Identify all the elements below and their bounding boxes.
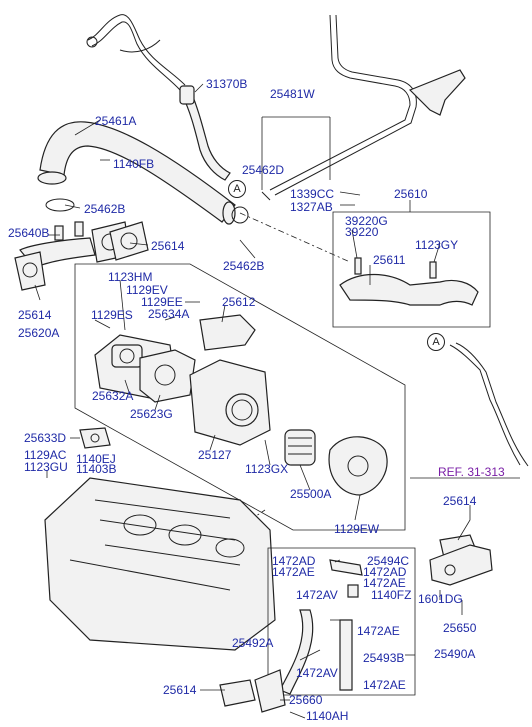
label-1129ev[interactable]: 1129EV (126, 283, 168, 297)
label-25660[interactable]: 25660 (289, 693, 323, 707)
engine-block-drawing (44, 427, 276, 651)
label-1140ah[interactable]: 1140AH (306, 709, 349, 723)
label-25632a[interactable]: 25632A (92, 389, 134, 403)
label-25650[interactable]: 25650 (443, 621, 477, 635)
label-1123gu[interactable]: 1123GU (24, 460, 68, 474)
label-39220g[interactable]: 39220G (345, 214, 388, 228)
bracket-25650-drawing (429, 534, 493, 586)
label-39220[interactable]: 39220 (345, 225, 379, 239)
label-1472av-a[interactable]: 1472AV (296, 588, 338, 602)
label-25612[interactable]: 25612 (222, 295, 256, 309)
label-1123gy[interactable]: 1123GY (415, 238, 459, 252)
pipe-25620a-drawing (14, 221, 149, 291)
label-1601dg[interactable]: 1601DG (418, 592, 463, 606)
label-1339cc[interactable]: 1339CC (290, 187, 335, 201)
label-25500a[interactable]: 25500A (290, 487, 332, 501)
label-25614-d[interactable]: 25614 (163, 683, 197, 697)
label-25640b[interactable]: 25640B (8, 226, 50, 240)
label-1472ae-c[interactable]: 1472AE (357, 624, 400, 638)
callout-a-top: A (228, 180, 246, 198)
label-1472av-b[interactable]: 1472AV (296, 666, 338, 680)
label-25481w[interactable]: 25481W (270, 87, 315, 101)
label-1472ad-a[interactable]: 1472AD (272, 554, 316, 568)
label-1129ee[interactable]: 1129EE (141, 295, 183, 309)
label-11403b[interactable]: 11403B (76, 462, 117, 476)
label-1472ae-a[interactable]: 1472AE (272, 565, 315, 579)
label-25490a[interactable]: 25490A (434, 647, 476, 661)
label-25614-b[interactable]: 25614 (18, 308, 52, 322)
pipe-25481w-drawing (261, 14, 466, 201)
label-1140ej[interactable]: 1140EJ (76, 452, 116, 466)
label-1472ad-b[interactable]: 1472AD (363, 565, 407, 579)
label-25610[interactable]: 25610 (394, 187, 428, 201)
leader-lines (34, 83, 471, 719)
label-25461a[interactable]: 25461A (95, 114, 137, 128)
label-25633d[interactable]: 25633D (24, 431, 67, 445)
central-box-drawing (74, 263, 406, 531)
label-1123gx[interactable]: 1123GX (245, 462, 289, 476)
pipe-25461a-drawing (37, 121, 249, 225)
label-25492a[interactable]: 25492A (232, 636, 274, 650)
label-25462b-mid[interactable]: 25462B (223, 259, 265, 273)
ref-pipe-drawing (410, 342, 529, 479)
label-25462d[interactable]: 25462D (242, 163, 285, 177)
label-25634a[interactable]: 25634A (148, 307, 190, 321)
label-25611[interactable]: 25611 (373, 253, 406, 267)
label-1129ac[interactable]: 1129AC (24, 448, 67, 462)
label-1140fz[interactable]: 1140FZ (371, 588, 412, 602)
label-1129ew[interactable]: 1129EW (334, 522, 380, 536)
ref-31-313-link[interactable]: REF. 31-313 (438, 465, 505, 479)
label-25494c[interactable]: 25494C (367, 554, 410, 568)
label-25493b[interactable]: 25493B (363, 651, 405, 665)
label-1140fb[interactable]: 1140FB (113, 157, 155, 171)
label-25614-a[interactable]: 25614 (151, 239, 185, 253)
label-25614-c[interactable]: 25614 (443, 494, 477, 508)
hose-31370b-drawing (86, 14, 231, 181)
label-31370b[interactable]: 31370B (206, 77, 248, 91)
label-25127[interactable]: 25127 (198, 448, 232, 462)
label-25623g[interactable]: 25623G (130, 407, 173, 421)
box-25490a-drawing (219, 547, 416, 713)
callout-a-right: A (427, 333, 445, 351)
label-1472ae-d[interactable]: 1472AE (363, 678, 406, 692)
label-1123hm[interactable]: 1123HM (108, 270, 153, 284)
label-1129es[interactable]: 1129ES (91, 308, 133, 322)
label-25620a[interactable]: 25620A (18, 326, 60, 340)
label-1472ae-b[interactable]: 1472AE (363, 576, 406, 590)
label-1327ab[interactable]: 1327AB (290, 200, 333, 214)
box-25610-drawing (332, 211, 491, 328)
label-25462b-top[interactable]: 25462B (84, 202, 126, 216)
